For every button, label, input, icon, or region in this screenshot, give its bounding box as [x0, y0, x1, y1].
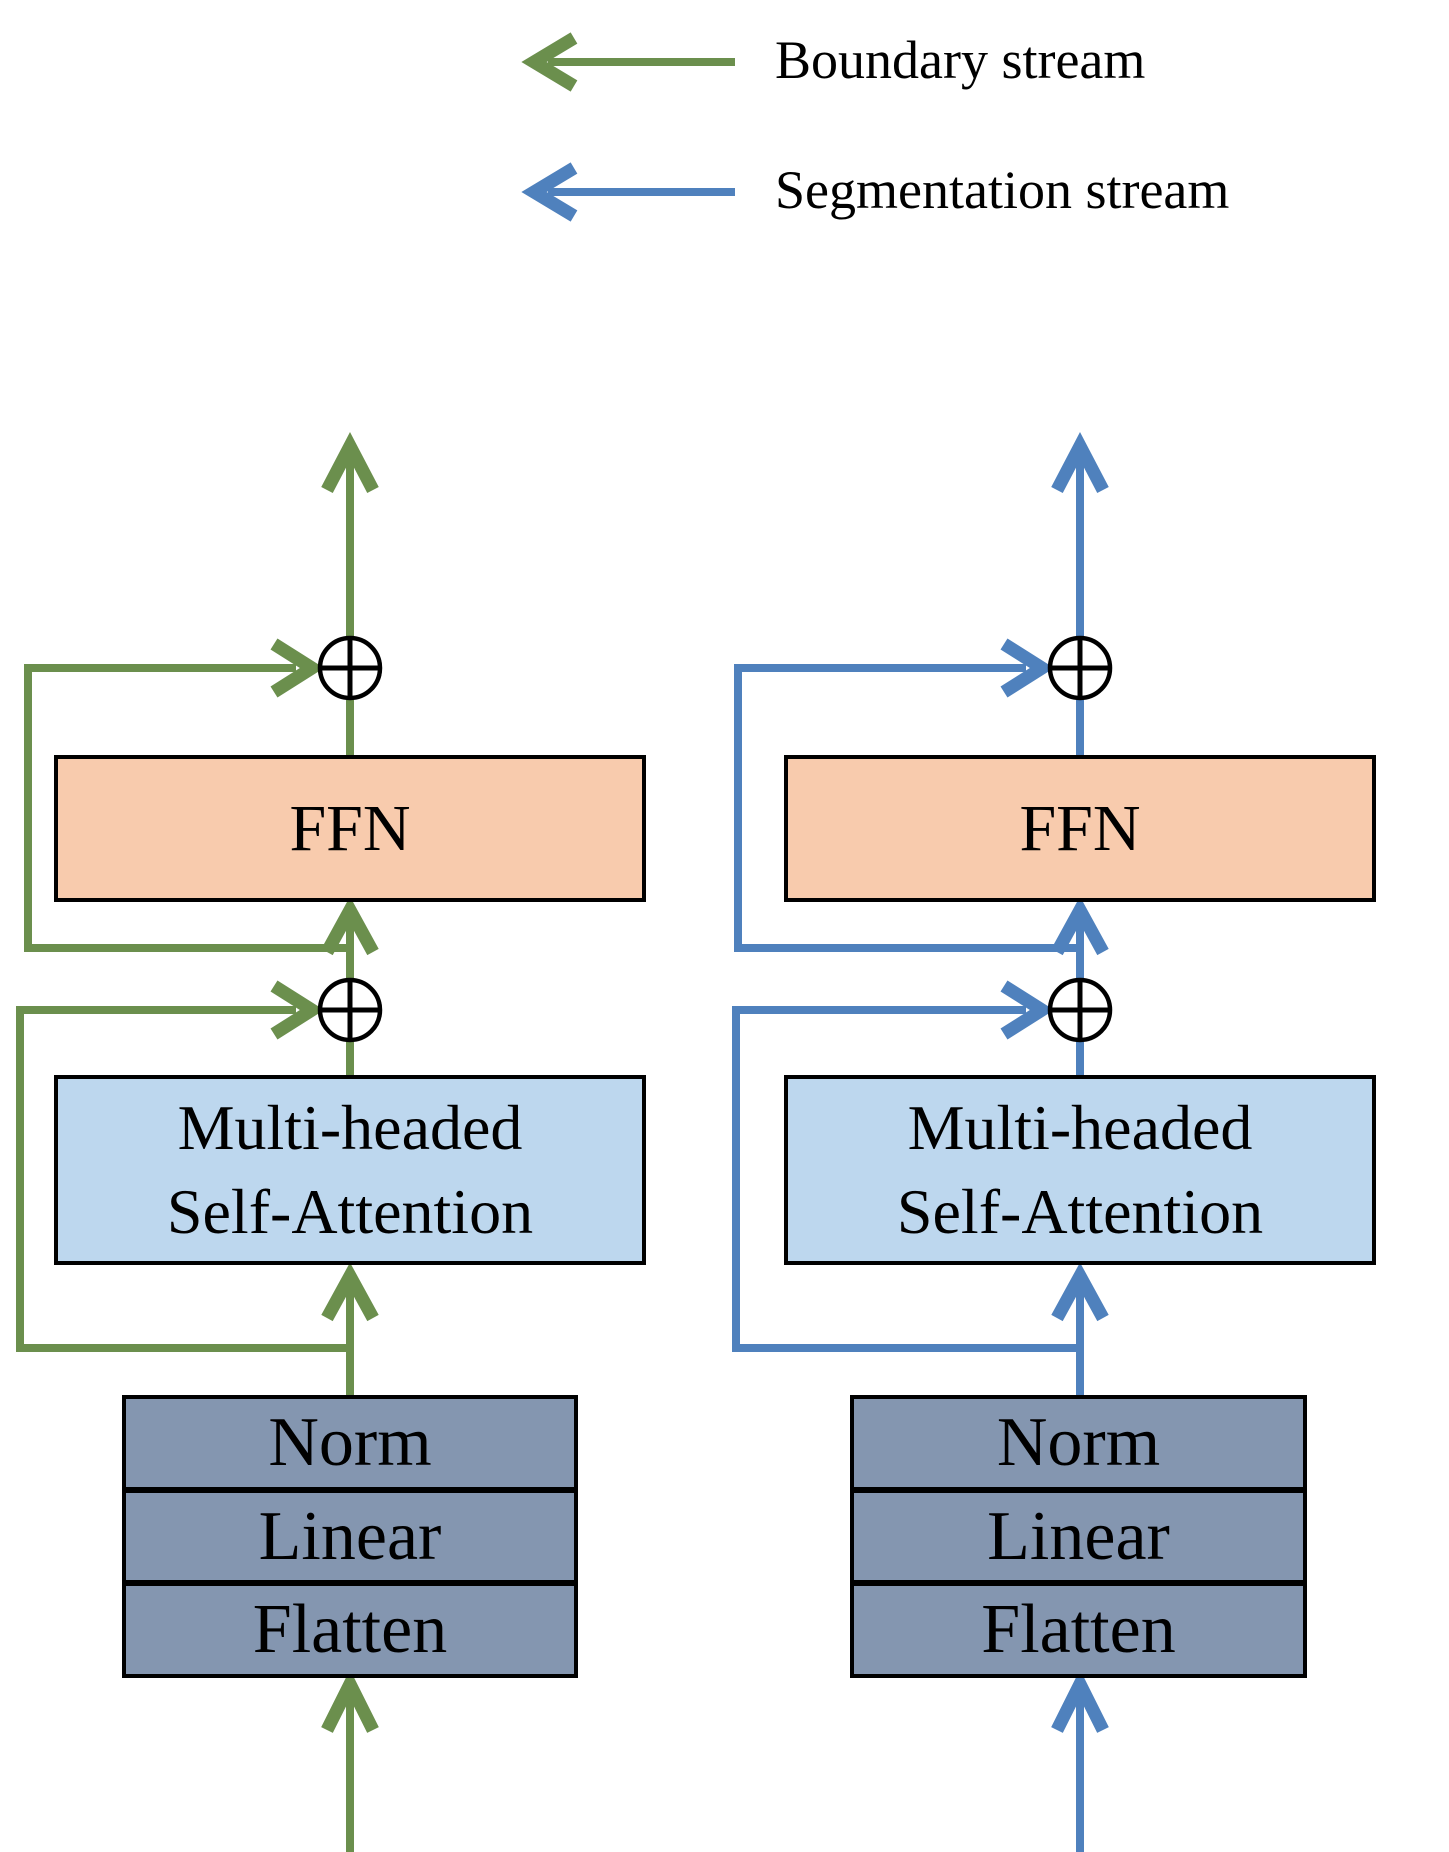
- stack-row-flatten: Flatten: [126, 1580, 574, 1674]
- add-operator-icon: [317, 977, 383, 1077]
- attention-block-boundary: Multi-headed Self-Attention: [54, 1075, 646, 1265]
- legend-arrow-boundary-icon: [521, 32, 735, 92]
- stack-row-linear: Linear: [126, 1486, 574, 1581]
- legend-label-boundary: Boundary stream: [775, 30, 1146, 90]
- residual-wire-attention-segmentation: [732, 980, 1080, 1352]
- residual-wire-ffn-boundary: [24, 638, 350, 952]
- legend-arrow-segmentation-icon: [521, 162, 735, 222]
- stack-segmentation: Norm Linear Flatten: [850, 1395, 1307, 1678]
- legend-label-segmentation: Segmentation stream: [775, 160, 1230, 220]
- stack-row-linear: Linear: [854, 1486, 1303, 1581]
- stack-row-norm: Norm: [268, 1403, 432, 1481]
- input-arrow-boundary: [321, 1669, 379, 1852]
- ffn-block-boundary: FFN: [54, 755, 646, 902]
- stack-row-norm: Norm: [996, 1403, 1161, 1481]
- ffn-input-arrow-segmentation: [1051, 896, 1109, 982]
- attention-label-line2: Self-Attention: [896, 1176, 1264, 1247]
- attention-label-line2: Self-Attention: [166, 1176, 534, 1247]
- add-operator-icon: [317, 635, 383, 757]
- output-arrow-boundary: [321, 431, 379, 640]
- ffn-label: FFN: [289, 791, 411, 865]
- attention-input-arrow-segmentation: [1051, 1262, 1109, 1395]
- residual-wire-ffn-segmentation: [734, 638, 1080, 952]
- stack-row-flatten: Flatten: [854, 1580, 1303, 1674]
- stack-boundary: Norm Linear Flatten: [122, 1395, 578, 1678]
- attention-block-segmentation: Multi-headed Self-Attention: [784, 1075, 1376, 1265]
- attention-label-line1: Multi-headed: [177, 1092, 523, 1163]
- add-operator-icon: [1047, 635, 1113, 757]
- attention-label-line1: Multi-headed: [907, 1092, 1253, 1163]
- ffn-label: FFN: [1019, 791, 1141, 865]
- ffn-input-arrow-boundary: [321, 896, 379, 982]
- residual-wire-attention-boundary: [16, 980, 350, 1352]
- input-arrow-segmentation: [1051, 1669, 1109, 1852]
- ffn-block-segmentation: FFN: [784, 755, 1376, 902]
- attention-input-arrow-boundary: [321, 1262, 379, 1395]
- add-operator-icon: [1047, 977, 1113, 1077]
- output-arrow-segmentation: [1051, 431, 1109, 640]
